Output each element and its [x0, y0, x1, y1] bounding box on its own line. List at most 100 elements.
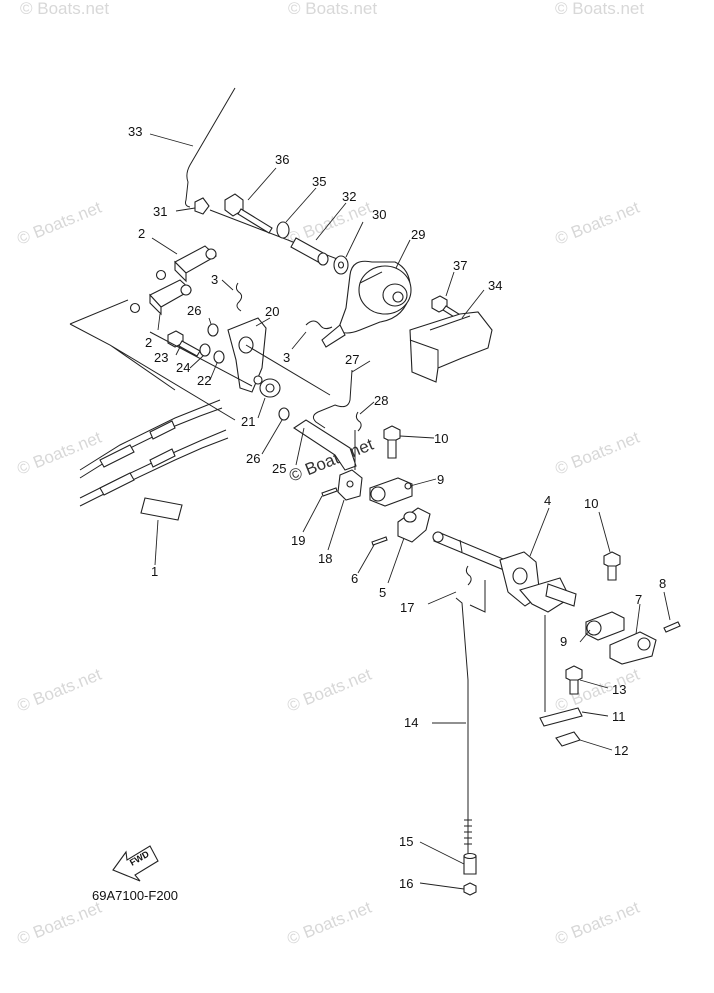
washer-22 [213, 350, 225, 364]
callout-12: 12 [614, 743, 628, 758]
callout-26-upper: 26 [187, 303, 201, 318]
watermark: © Boats.net [284, 665, 374, 716]
collar-9-lower [585, 611, 625, 641]
joint-2-lower [149, 279, 192, 316]
pin-19 [321, 487, 338, 497]
callout-14: 14 [404, 715, 418, 730]
clip-3-upper [235, 282, 243, 312]
callout-1: 1 [151, 564, 158, 579]
leader-lines [149, 133, 671, 890]
watermark: © Boats.net [284, 898, 374, 949]
callout-24: 24 [176, 360, 190, 375]
clip-17 [465, 565, 472, 586]
callout-8: 8 [659, 576, 666, 591]
callout-6: 6 [351, 571, 358, 586]
collar-32 [290, 237, 329, 266]
ball-nut [155, 269, 167, 281]
washer-26-upper [207, 323, 219, 337]
callout-16: 16 [399, 876, 413, 891]
washer-24 [199, 343, 211, 357]
callout-5: 5 [379, 585, 386, 600]
watermark: © Boats.net [555, 0, 644, 18]
watermark: © Boats.net [552, 198, 642, 249]
clip-31 [194, 197, 210, 215]
ball-nut-lower [129, 302, 141, 314]
callout-3-lower: 3 [283, 350, 290, 365]
link-27 [312, 369, 353, 429]
watermark: © Boats.net [552, 428, 642, 479]
bolt-36 [224, 193, 273, 234]
callout-9-upper: 9 [437, 472, 444, 487]
callout-numbers: 33 36 35 32 31 30 2 29 37 3 34 26 20 2 3… [128, 124, 666, 891]
callout-34: 34 [488, 278, 502, 293]
callout-27: 27 [345, 352, 359, 367]
callout-18: 18 [318, 551, 332, 566]
callout-32: 32 [342, 189, 356, 204]
washer-26-lower [278, 407, 290, 421]
callout-26-lower: 26 [246, 451, 260, 466]
plate-18-hole [346, 480, 354, 488]
washer-35 [276, 221, 290, 239]
ref-line-clip [469, 580, 486, 613]
callout-2-lower: 2 [145, 335, 152, 350]
watermark: © Boats.net [20, 0, 109, 18]
label-plate-1 [140, 497, 183, 521]
callout-20: 20 [265, 304, 279, 319]
callout-9-lower: 9 [560, 634, 567, 649]
rod-14 [455, 597, 472, 860]
washer-30-hole [337, 261, 345, 269]
callout-31: 31 [153, 204, 167, 219]
callout-3-upper: 3 [211, 272, 218, 287]
bolt-10-right [603, 551, 621, 581]
outline-leaders [69, 299, 253, 421]
callout-36: 36 [275, 152, 289, 167]
lever-25 [293, 419, 357, 471]
pin-6 [371, 536, 388, 546]
watermark: © Boats.net [288, 0, 377, 18]
callout-37: 37 [453, 258, 467, 273]
fwd-arrow-icon [112, 845, 159, 882]
callout-15: 15 [399, 834, 413, 849]
arm-5 [397, 507, 431, 543]
callout-22: 22 [197, 373, 211, 388]
clip-3-lower [305, 320, 333, 330]
callout-33: 33 [128, 124, 142, 139]
callout-11: 11 [612, 709, 626, 724]
callout-7: 7 [635, 592, 642, 607]
pulley-29 [321, 260, 412, 348]
callout-10-right: 10 [584, 496, 598, 511]
shift-shaft-4 [432, 531, 577, 613]
callout-21: 21 [241, 414, 255, 429]
callout-10-upper: 10 [434, 431, 448, 446]
callout-13: 13 [612, 682, 626, 697]
part-drawings [69, 87, 681, 896]
link-rod-33 [185, 87, 236, 208]
bracket-34 [409, 311, 493, 383]
bolt-23 [167, 330, 201, 357]
plate-11 [539, 707, 583, 727]
callout-30: 30 [372, 207, 386, 222]
fwd-indicator: FWD [112, 845, 159, 882]
callout-4: 4 [544, 493, 551, 508]
collar-15 [463, 852, 477, 875]
arm-7 [609, 631, 657, 665]
collar-9-upper [369, 477, 413, 507]
watermark: © Boats.net [552, 898, 642, 949]
pin-8 [663, 621, 681, 633]
callout-23: 23 [154, 350, 168, 365]
callout-25: 25 [272, 461, 286, 476]
callout-2-upper: 2 [138, 226, 145, 241]
drawing-code: 69A7100-F200 [92, 888, 178, 903]
callout-29: 29 [411, 227, 425, 242]
joint-2-upper [174, 245, 217, 283]
callout-28: 28 [374, 393, 388, 408]
bushing-21 [259, 378, 281, 398]
plate-12 [555, 731, 581, 747]
callout-35: 35 [312, 174, 326, 189]
callout-17: 17 [400, 600, 414, 615]
bolt-10-upper [383, 425, 401, 459]
watermark: © Boats.net [14, 198, 104, 249]
nut-16 [463, 882, 477, 896]
